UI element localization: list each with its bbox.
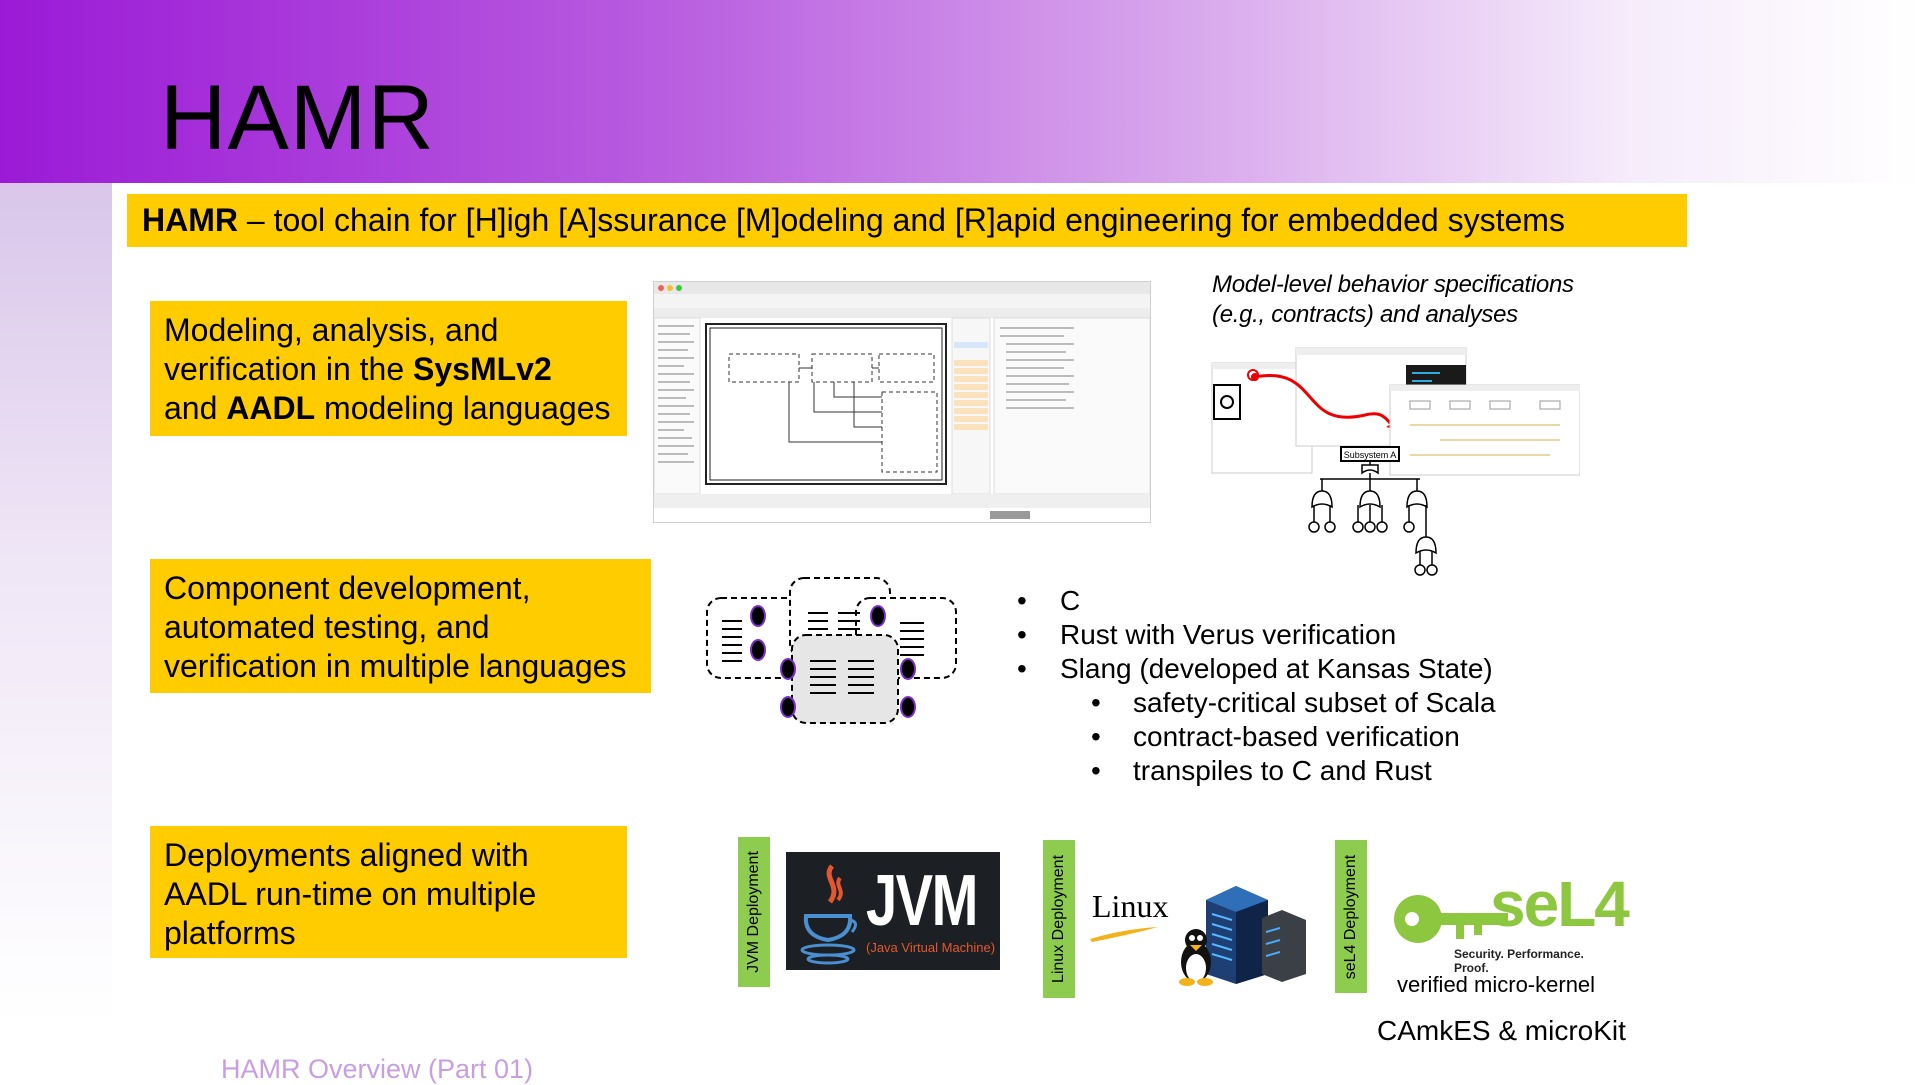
linux-wordmark: Linux [1092,888,1169,924]
linux-swoosh-icon [1090,927,1158,942]
camkes-microkit-caption: CAmkES & microKit [1377,1015,1626,1046]
left-gradient-strip [0,183,112,1023]
slang-sub-item: contract-based verification [1015,720,1496,754]
java-cup-icon [800,864,857,965]
modeling-text-2: and [164,390,227,426]
slang-sub-item: transpiles to C and Rust [1015,754,1496,788]
behavior-caption: Model-level behavior specifications (e.g.… [1212,270,1574,330]
server-tux-icon [1179,886,1306,986]
linux-deployment-label-text: Linux Deployment [1050,854,1067,984]
sel4-deployment-label-text: seL4 Deployment [1342,854,1359,979]
linux-deployment-label: Linux Deployment [1043,840,1075,998]
sel4-deployment-label: seL4 Deployment [1335,840,1367,993]
analysis-collage-graphic: Subsystem A [1211,347,1581,576]
tagline-text: – tool chain for [H]igh [A]ssurance [M]o… [237,202,1565,238]
behavior-caption-line2: (e.g., contracts) and analyses [1212,301,1518,328]
component-dev-box: Component development, automated testing… [150,559,651,693]
fault-tree-subsystem-label: Subsystem A [1344,450,1397,460]
component-dev-text: Component development, automated testing… [164,570,627,684]
sel4-logo-text: seL4 [1490,868,1630,940]
jvm-logo-subtext: (Java Virtual Machine) [866,940,996,955]
component-diagram-graphic [706,577,957,724]
sel4-key-icon [1394,895,1508,943]
footer-text: HAMR Overview (Part 01) [221,1054,534,1084]
modeling-text-1: Modeling, analysis, and verification in … [164,312,499,387]
jvm-deployment-label-text: JVM Deployment [745,851,762,973]
sel4-tagline: Security. Performance. Proof. [1454,947,1584,975]
modeling-text-3: modeling languages [315,390,611,426]
tagline-bold: HAMR [142,202,238,238]
modeling-box: Modeling, analysis, and verification in … [150,301,627,436]
sel4-caption: verified micro-kernel [1397,972,1596,997]
slang-sub-item: safety-critical subset of Scala [1015,686,1496,720]
sysml-label: SysMLv2 [413,351,552,387]
deployments-text: Deployments aligned with AADL run-time o… [164,837,537,951]
aadl-ide-screenshot [653,281,1151,523]
language-item-slang: Slang (developed at Kansas State) [1015,652,1496,686]
aadl-label: AADL [226,390,316,426]
analysis-collage: Subsystem A [1210,345,1581,585]
deployments-box: Deployments aligned with AADL run-time o… [150,826,627,958]
language-item-c: C [1015,584,1496,618]
jvm-deployment-label: JVM Deployment [738,837,770,987]
ide-screenshot-graphic [654,282,1150,519]
language-list: C Rust with Verus verification Slang (de… [1015,584,1496,788]
jvm-logo-text: JVM [866,861,978,941]
slide-title: HAMR [160,67,435,169]
sel4-logo: seL4 Security. Performance. Proof. [1382,868,1630,975]
tagline-bar: HAMR – tool chain for [H]igh [A]ssurance… [127,194,1687,247]
jvm-logo: JVM (Java Virtual Machine) [786,852,1000,970]
language-item-rust: Rust with Verus verification [1015,618,1496,652]
component-diagram [704,573,964,728]
title-banner [0,0,1920,183]
behavior-caption-line1: Model-level behavior specifications [1212,271,1574,298]
